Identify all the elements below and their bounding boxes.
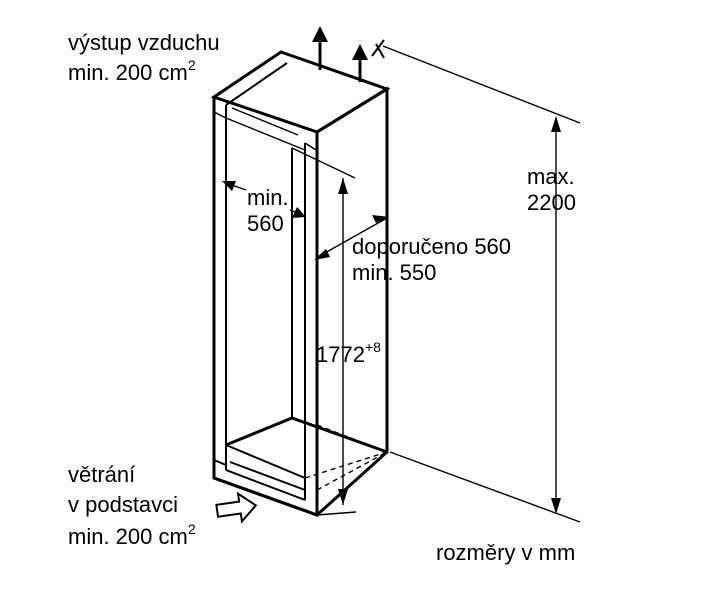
arrow-up-icon [312,26,328,70]
base-vent-label-line1: větrání [68,462,135,487]
max-height-label-line1: max. [527,164,575,189]
depth-label-line1: doporučeno 560 [352,234,511,259]
max-height-label-line2: 2200 [527,190,576,215]
niche-front-frame [212,97,319,518]
max-height-dimension [382,45,581,523]
hidden-line-1 [316,424,388,453]
inner-width-label-line1: min. [247,185,289,210]
niche-floor-back [225,416,388,454]
x-icon [371,39,385,59]
height-label: 1772+8 [316,339,381,367]
base-vent-label-line3: min. 200 cm2 [68,521,196,549]
inner-height-dimension [291,147,357,516]
depth-dimension [314,215,389,260]
hidden-line-2 [316,451,388,491]
outlet-label-line1: výstup vzduchu [68,30,220,55]
units-note: rozměry v mm [436,540,575,565]
outlet-label-line2: min. 200 cm2 [68,57,196,85]
depth-label-line2: min. 550 [352,260,436,285]
cabinet-niche [210,50,391,518]
niche-side-panel [315,86,389,517]
inner-width-dimension [222,181,306,218]
arrow-right-icon [215,491,258,524]
base-vent-label-line2: v podstavci [68,492,178,517]
inner-width-label-line2: 560 [247,211,284,236]
arrow-up-icon [352,44,368,82]
